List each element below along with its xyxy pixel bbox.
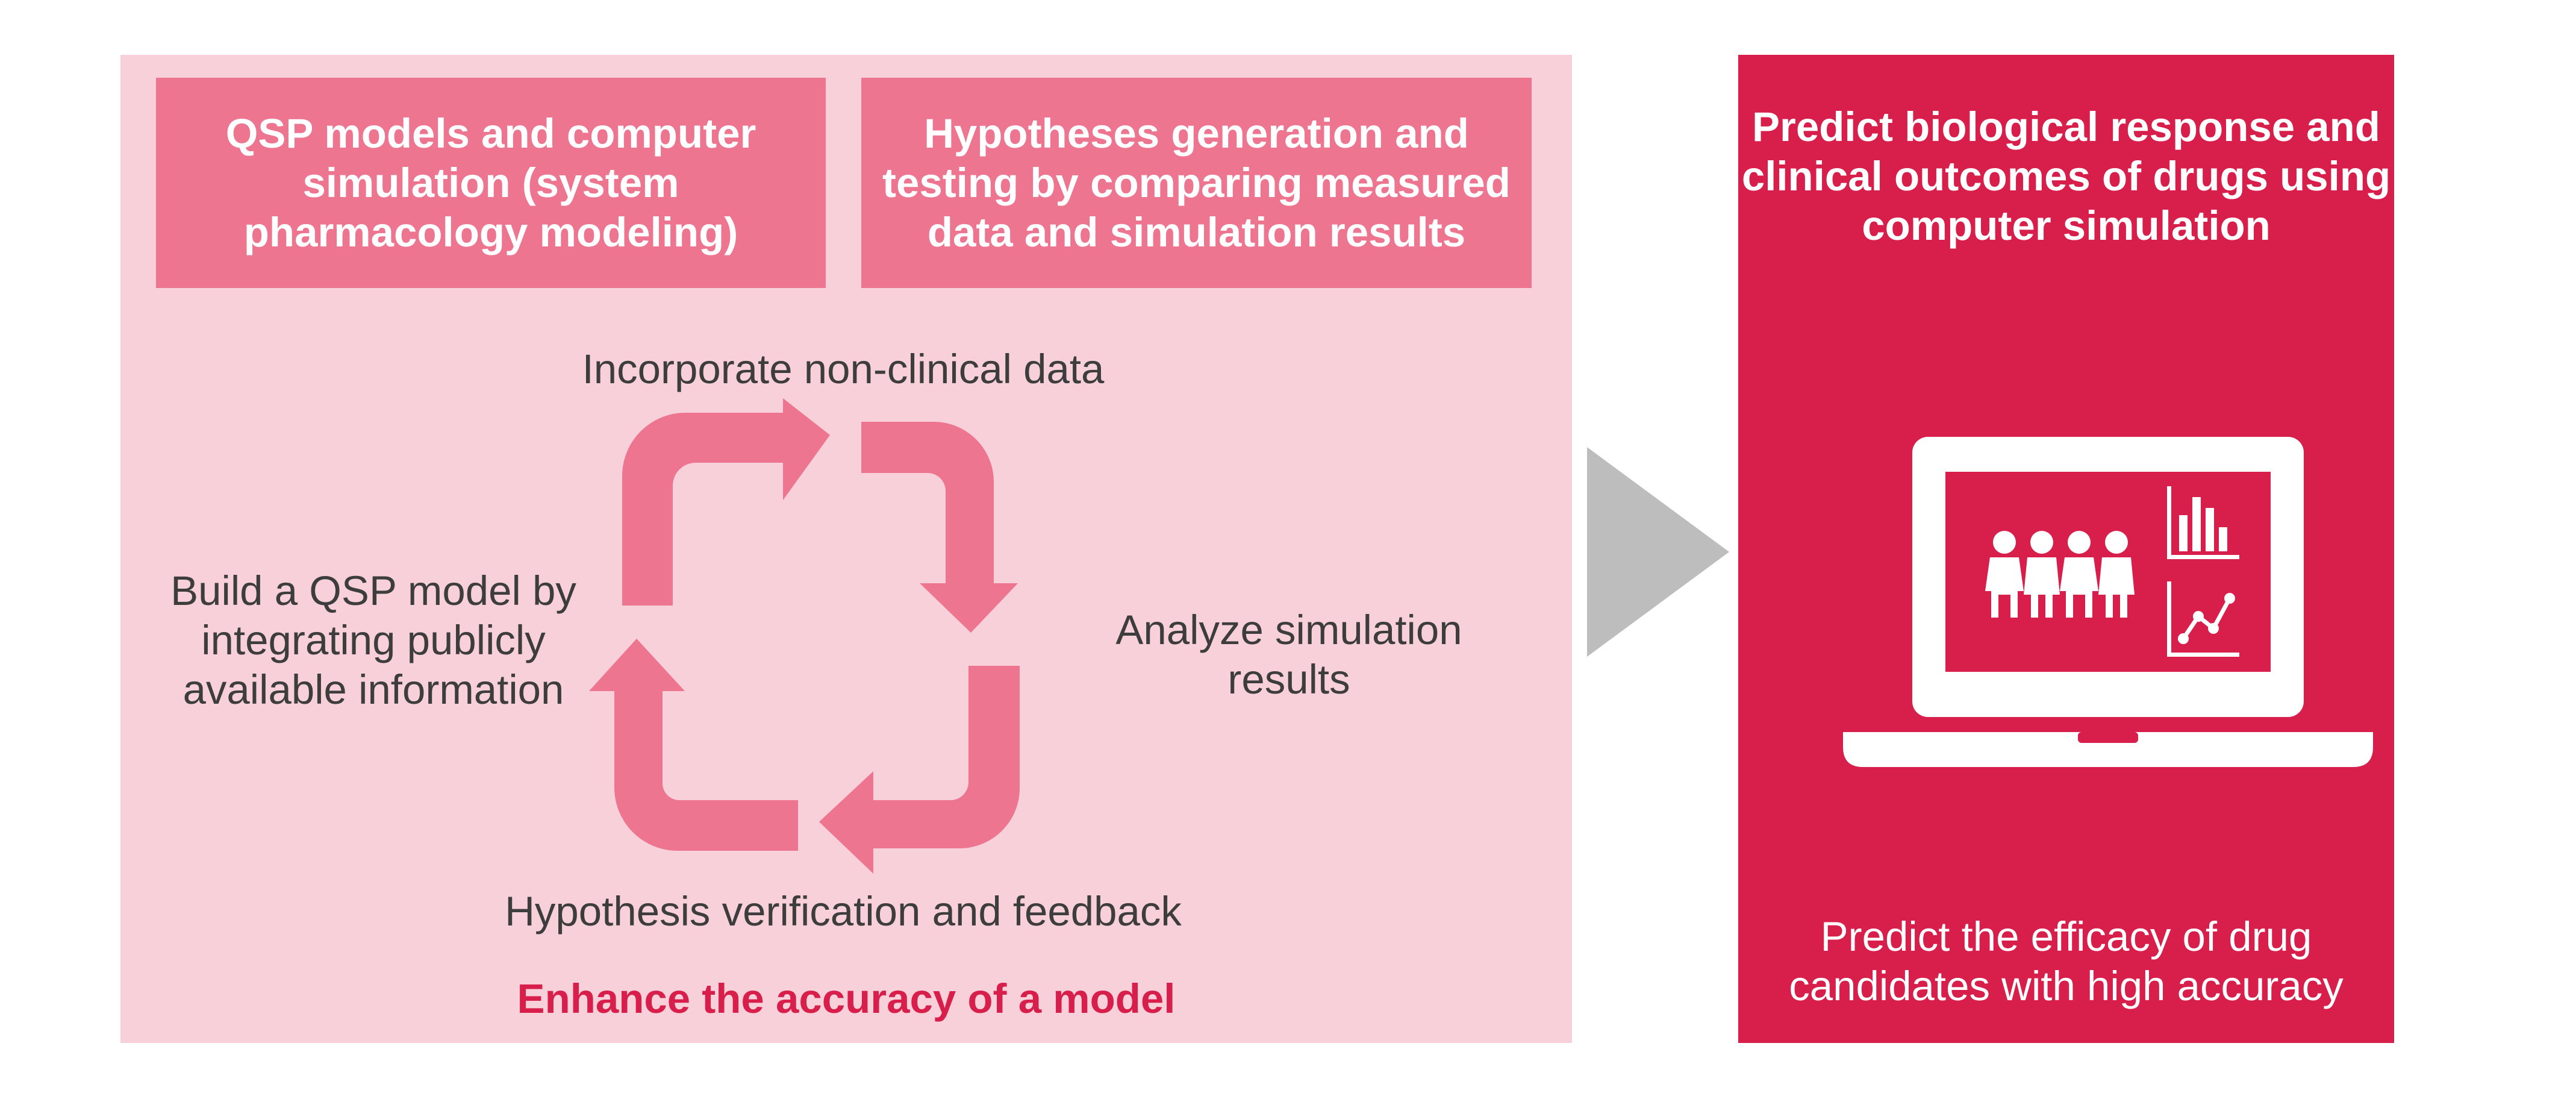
step-analyze-results: Analyze simulation results: [1115, 607, 1462, 703]
cycle-arrows-icon: [589, 398, 1020, 874]
gray-arrow-icon: [1587, 447, 1729, 657]
hypotheses-header-text: Hypotheses generation and testing by com…: [882, 110, 1511, 255]
step-build-qsp-model: Build a QSP model by integrating publicl…: [170, 568, 576, 713]
cycle-arrow-top-left: [622, 398, 830, 606]
cycle-arrow-top-right: [861, 422, 1018, 633]
step-hypothesis-verification: Hypothesis verification and feedback: [505, 888, 1182, 935]
qsp-models-header-text: QSP models and computer simulation (syst…: [225, 110, 756, 255]
laptop-icon: [1843, 437, 2373, 767]
enhance-accuracy-footer: Enhance the accuracy of a model: [517, 975, 1176, 1022]
cycle-arrow-bottom-right: [819, 666, 1020, 874]
cycle-arrow-bottom-left: [589, 639, 798, 851]
step-incorporate-data: Incorporate non-clinical data: [582, 346, 1105, 392]
line-chart-icon: [2167, 581, 2239, 657]
prediction-title: Predict biological response and clinical…: [1741, 104, 2391, 249]
qsp-models-header: QSP models and computer simulation (syst…: [156, 78, 826, 288]
bar-chart-icon: [2167, 486, 2239, 559]
people-icon: [1985, 531, 2135, 618]
efficacy-footer: Predict the efficacy of drug candidates …: [1789, 913, 2344, 1009]
hypotheses-header: Hypotheses generation and testing by com…: [861, 78, 1532, 288]
